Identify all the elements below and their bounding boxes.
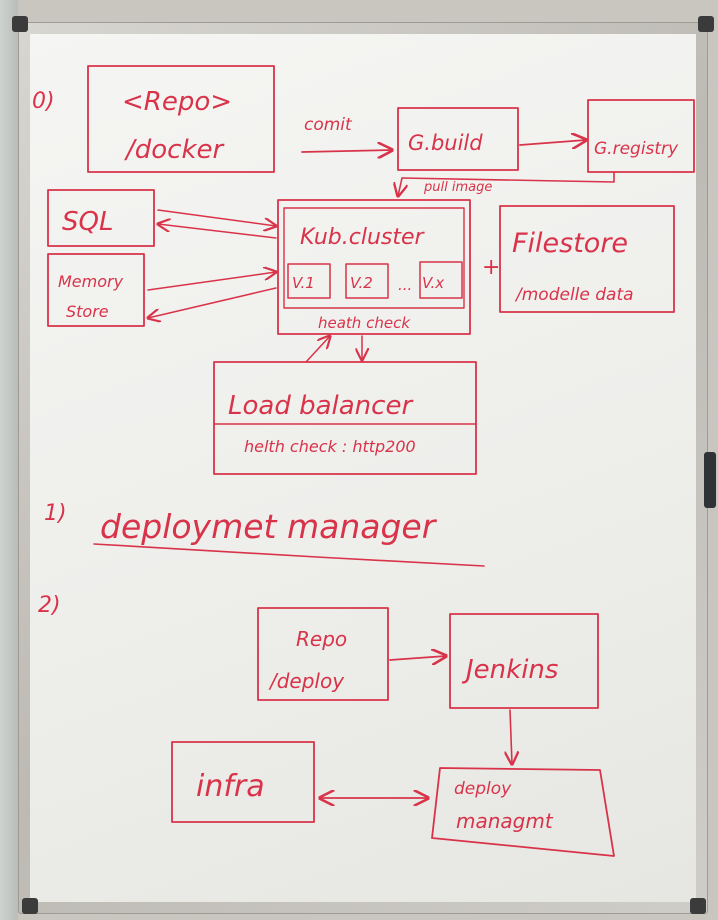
marker-zero: 0) [32, 89, 55, 114]
version-box-x [419, 261, 463, 299]
pull-image-label: pull image [423, 180, 492, 195]
deploy-management-label-1: deploy [454, 779, 512, 799]
wall-background [0, 0, 18, 920]
build-to-registry-arrow [519, 140, 586, 145]
deploy-management-box [431, 767, 615, 857]
infra-label: infra [196, 769, 265, 804]
gregistry-box [587, 99, 695, 173]
frame-corner-bottom-right [690, 898, 706, 914]
version-label-2: V.2 [350, 274, 373, 292]
repo-deploy-label-1: Repo [296, 627, 347, 651]
version-box-2 [345, 263, 389, 299]
plus-sign: + [482, 255, 500, 280]
filestore-label-2: /modelle data [514, 285, 634, 305]
jenkins-to-deploy-arrow [510, 709, 512, 764]
sql-box [47, 189, 155, 247]
commit-label: comit [304, 115, 353, 135]
memory-store-label-1: Memory [58, 272, 124, 291]
filestore-box [499, 205, 675, 313]
infra-box [171, 741, 315, 823]
cluster-to-sql-arrow [158, 224, 277, 239]
load-balancer-box [213, 361, 477, 475]
load-balancer-label: Load balancer [228, 391, 414, 421]
jenkins-box [449, 613, 599, 709]
deploy-management-label-2: managmt [456, 809, 554, 833]
memory-store-label-2: Store [66, 302, 109, 321]
version-label-x: V.x [422, 274, 444, 292]
commit-arrow [301, 150, 392, 152]
gregistry-label: G.registry [594, 139, 679, 159]
deployment-manager-underline [93, 543, 485, 567]
frame-corner-top-right [698, 16, 714, 32]
gbuild-box [397, 107, 519, 171]
memory-store-box [47, 253, 145, 327]
repo-deploy-label-2: /deploy [268, 669, 345, 693]
sql-to-cluster-arrow [157, 209, 276, 226]
frame-corner-top-left [12, 16, 28, 32]
marker-one: 1) [44, 501, 67, 526]
repo-docker-label-2: /docker [124, 135, 226, 165]
frame-pen-holder [704, 452, 716, 508]
kub-cluster-label: Kub.cluster [300, 225, 426, 250]
memory-to-cluster-arrow [147, 272, 276, 291]
version-box-1 [287, 263, 331, 299]
marker-two: 2) [38, 593, 61, 618]
filestore-label-1: Filestore [512, 228, 628, 259]
lb-health-check-label: helth check : http200 [244, 437, 416, 456]
deployment-manager-title: deploymet manager [100, 507, 438, 546]
cluster-to-memory-arrow [148, 287, 277, 318]
pull-image-arrow [398, 171, 615, 196]
whiteboard-surface [30, 34, 696, 902]
repo-docker-box [87, 65, 275, 173]
health-check-label: heath check [318, 314, 411, 332]
kub-cluster-inner-box [283, 207, 465, 309]
lb-to-cluster-arrow [305, 336, 330, 363]
repo-deploy-box [257, 607, 389, 701]
repo-docker-label-1: <Repo> [122, 87, 232, 117]
repo-to-jenkins-arrow [389, 656, 446, 660]
version-ellipsis: ... [398, 276, 412, 294]
jenkins-label: Jenkins [461, 655, 558, 685]
sql-label: SQL [62, 207, 113, 237]
frame-corner-bottom-left [22, 898, 38, 914]
gbuild-label: G.build [408, 131, 483, 155]
version-label-1: V.1 [292, 274, 315, 292]
